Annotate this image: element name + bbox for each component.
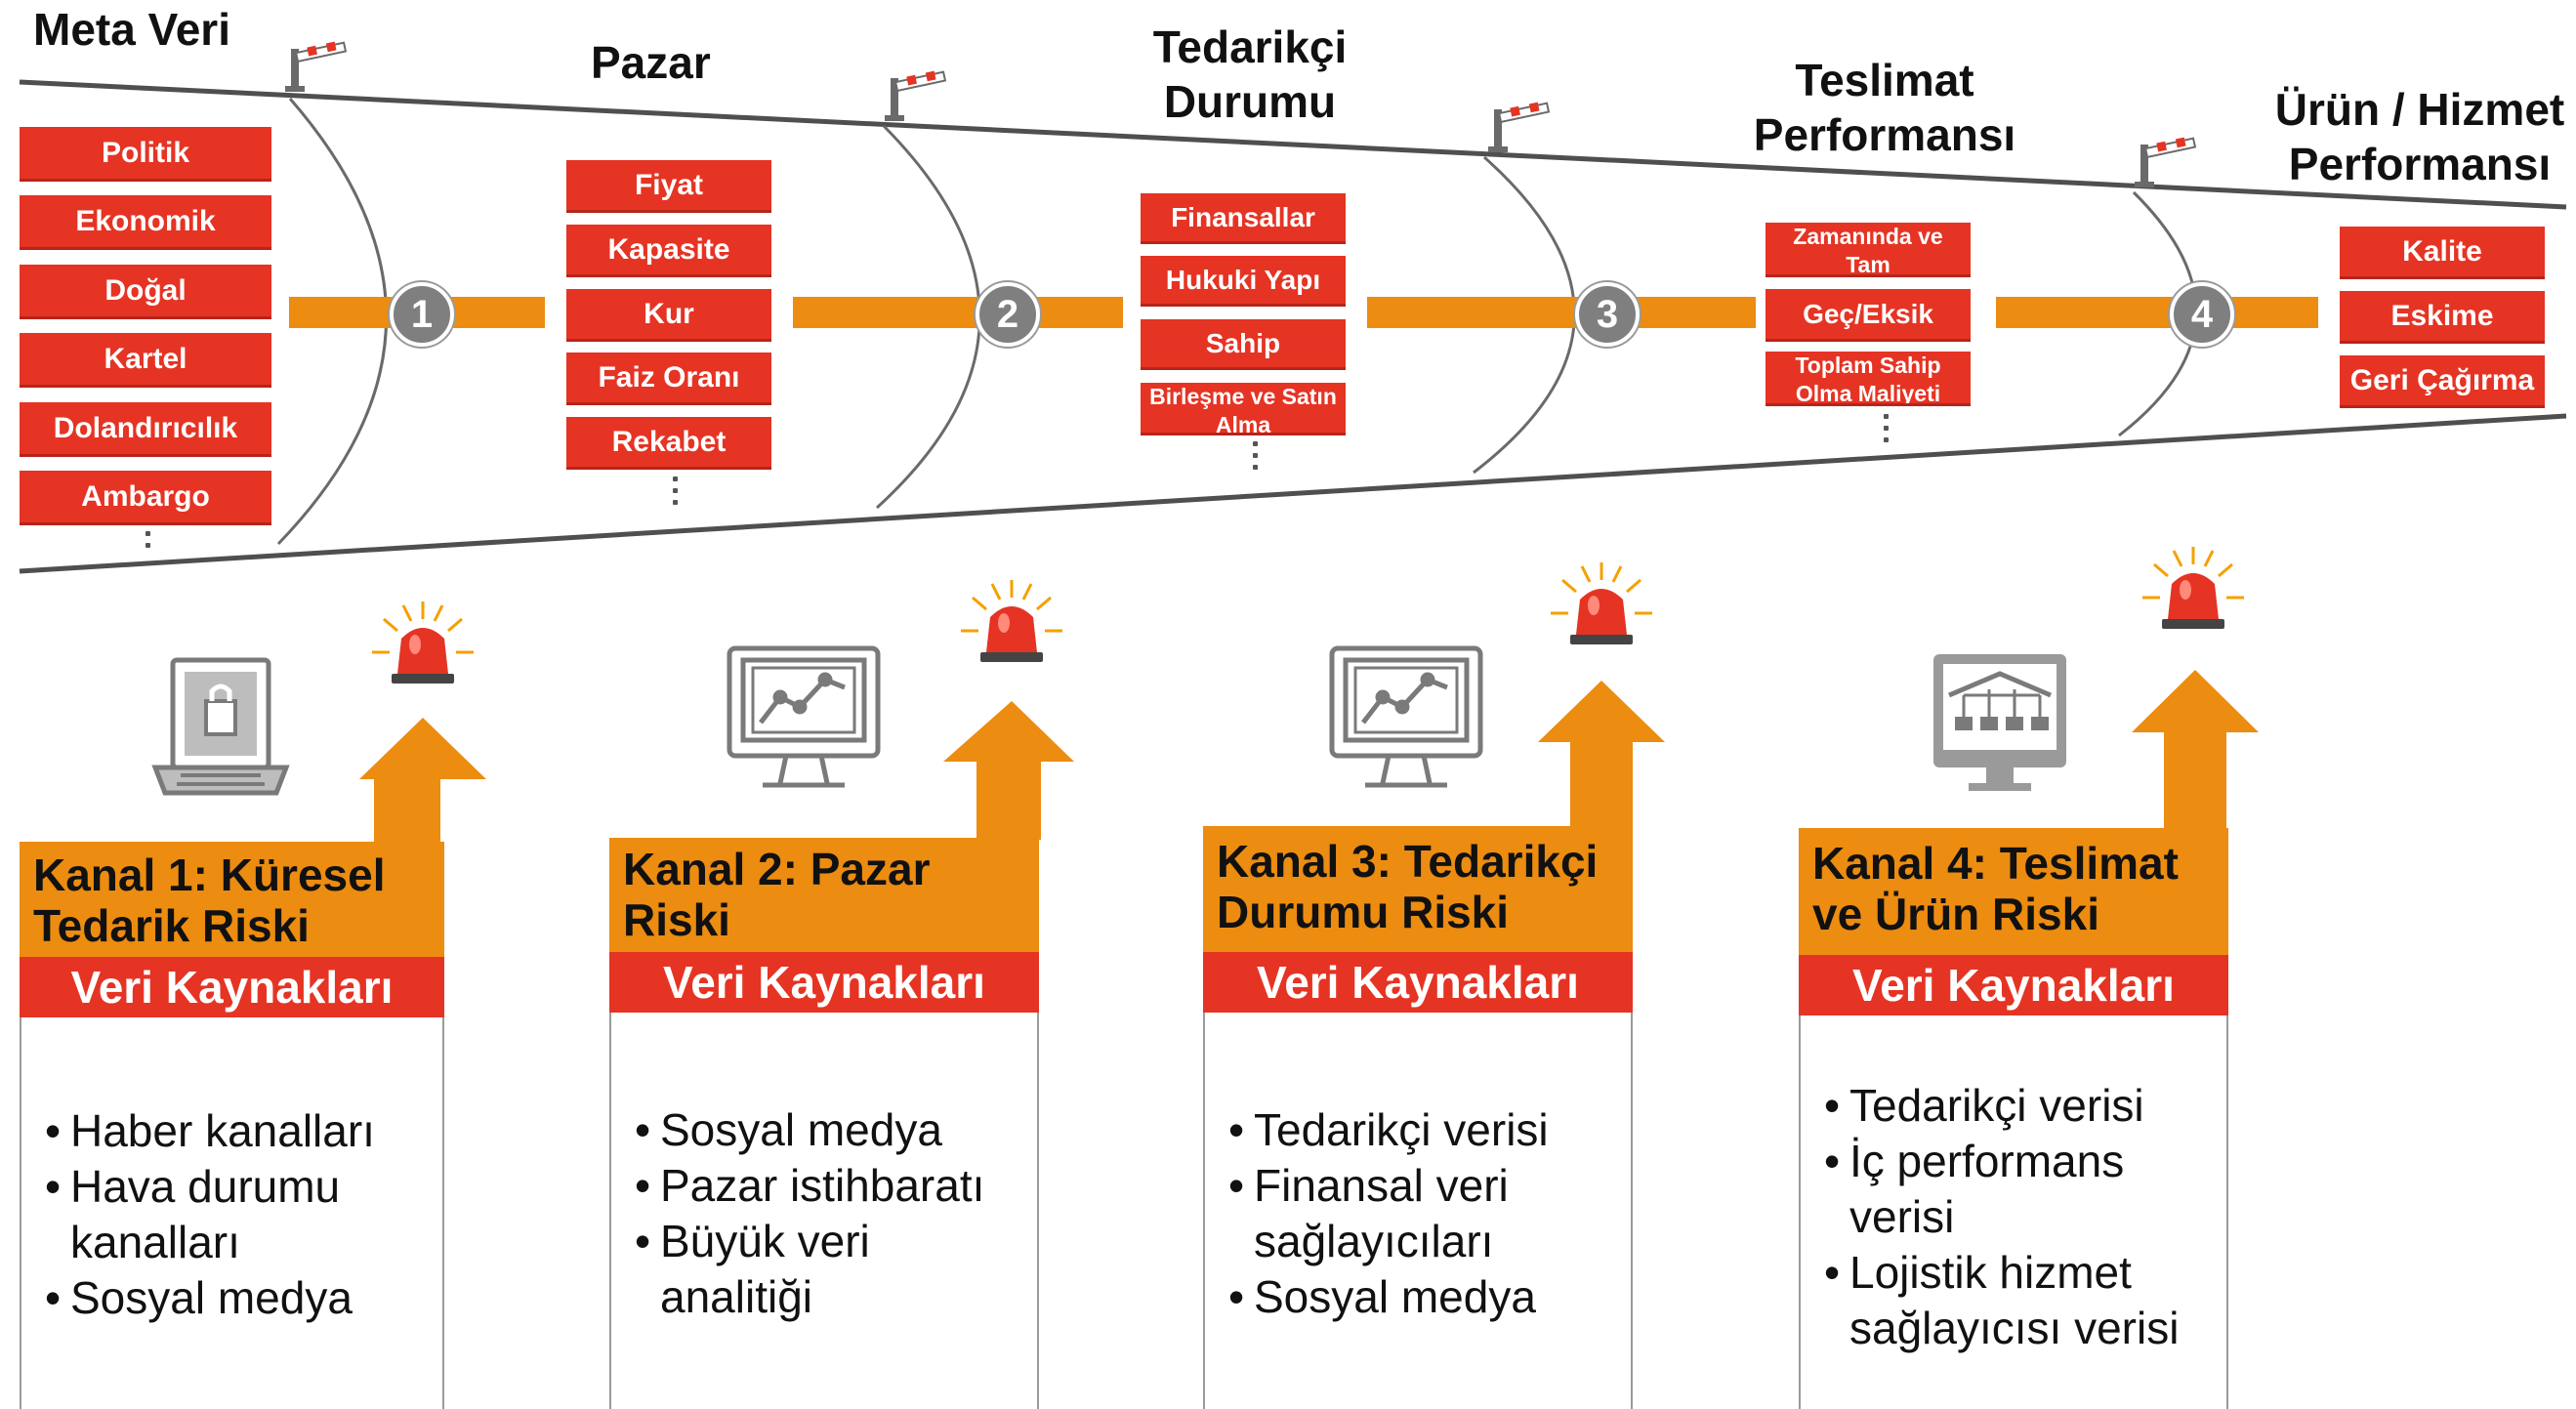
- tag-toplam-sahip-olma-maliyeti: Toplam Sahip Olma Maliyeti: [1766, 352, 1971, 406]
- channel-1-sources: Haber kanalları Hava durumu kanalları So…: [20, 1017, 444, 1409]
- list-item: Tedarikçi verisi: [1205, 1102, 1631, 1158]
- channel-4-sources: Tedarikçi verisi İç performans verisi Lo…: [1799, 1015, 2228, 1409]
- more-dots-3: [1252, 441, 1260, 477]
- siren-icon-2: [961, 580, 1062, 662]
- barrier-gate-icon-3: [1488, 102, 1551, 152]
- tag-zamaninda-ve-tam: Zamanında ve Tam: [1766, 223, 1971, 277]
- tag-eskime: Eskime: [2340, 291, 2545, 344]
- list-item: Sosyal medya: [21, 1270, 442, 1326]
- list-item: Tedarikçi verisi: [1801, 1078, 2226, 1134]
- connector-bar-4a: [1996, 297, 2318, 328]
- tag-kalite: Kalite: [2340, 227, 2545, 279]
- list-item: Büyük veri analitiği: [611, 1214, 894, 1325]
- monitor-warehouse-icon: [1933, 654, 2066, 791]
- more-dots-4: [1883, 414, 1890, 449]
- tag-ekonomik: Ekonomik: [20, 195, 271, 250]
- tag-kur: Kur: [566, 289, 771, 342]
- list-item: Pazar istihbaratı: [611, 1158, 1037, 1214]
- gate-number-4: 4: [2170, 282, 2234, 347]
- list-item: İç performans verisi: [1801, 1134, 2142, 1245]
- list-item: Lojistik hizmet sağlayıcısı verisi: [1801, 1245, 2221, 1356]
- more-dots-1: [145, 531, 152, 555]
- channel-arrow-4: [2132, 670, 2259, 840]
- list-item: Sosyal medya: [611, 1102, 1037, 1158]
- barrier-gate-icon-1: [285, 41, 348, 92]
- siren-icon-1: [372, 601, 474, 684]
- stage-title-pazar: Pazar: [591, 37, 711, 88]
- tag-rekabet: Rekabet: [566, 417, 771, 470]
- tag-fiyat: Fiyat: [566, 160, 771, 213]
- siren-icon-4: [2142, 547, 2244, 629]
- list-item: Sosyal medya: [1205, 1269, 1631, 1325]
- gate-number-1: 1: [390, 282, 454, 347]
- tag-birlesme-ve-satin-alma: Birleşme ve Satın Alma: [1141, 383, 1346, 435]
- tag-dogal: Doğal: [20, 265, 271, 319]
- tag-faiz-orani: Faiz Oranı: [566, 352, 771, 405]
- tag-politik: Politik: [20, 127, 271, 182]
- stage-title-meta-veri: Meta Veri: [33, 4, 230, 55]
- channel-3-sources: Tedarikçi verisi Finansal veri sağlayıcı…: [1203, 1013, 1633, 1409]
- tag-hukuki-yapi: Hukuki Yapı: [1141, 256, 1346, 307]
- monitor-analytics-icon: [1329, 645, 1483, 788]
- tag-ambargo: Ambargo: [20, 471, 271, 525]
- list-item: Hava durumu kanalları: [21, 1159, 363, 1270]
- channel-arrow-3: [1538, 681, 1665, 840]
- channel-arrow-1: [359, 718, 486, 845]
- tag-kartel: Kartel: [20, 333, 271, 388]
- tag-gec-eksik: Geç/Eksik: [1766, 289, 1971, 342]
- tag-sahip: Sahip: [1141, 319, 1346, 370]
- channel-3-subtitle: Veri Kaynakları: [1203, 952, 1633, 1013]
- siren-icon-3: [1551, 562, 1652, 644]
- monitor-analytics-icon: [727, 645, 881, 788]
- channel-4-subtitle: Veri Kaynakları: [1799, 955, 2228, 1015]
- list-item: Finansal veri sağlayıcıları: [1205, 1158, 1537, 1269]
- gate-number-2: 2: [976, 282, 1040, 347]
- barrier-gate-icon-2: [885, 70, 947, 121]
- list-item: Haber kanalları: [21, 1103, 442, 1159]
- channel-arrow-2: [943, 701, 1074, 840]
- barrier-gate-icon-4: [2135, 137, 2197, 187]
- channel-2-subtitle: Veri Kaynakları: [609, 952, 1039, 1013]
- tag-kapasite: Kapasite: [566, 225, 771, 277]
- channel-2-sources: Sosyal medya Pazar istihbaratı Büyük ver…: [609, 1013, 1039, 1409]
- connector-bar-2a: [793, 297, 1123, 328]
- more-dots-2: [672, 477, 680, 512]
- channel-1-subtitle: Veri Kaynakları: [20, 957, 444, 1017]
- funnel-bottom-line: [19, 413, 2567, 574]
- tag-geri-cagirma: Geri Çağırma: [2340, 355, 2545, 408]
- connector-bar-3a: [1367, 297, 1756, 328]
- tag-dolandiricilik: Dolandırıcılık: [20, 402, 271, 457]
- laptop-lock-icon: [151, 657, 290, 796]
- tag-finansallar: Finansallar: [1141, 193, 1346, 244]
- gate-number-3: 3: [1575, 282, 1640, 347]
